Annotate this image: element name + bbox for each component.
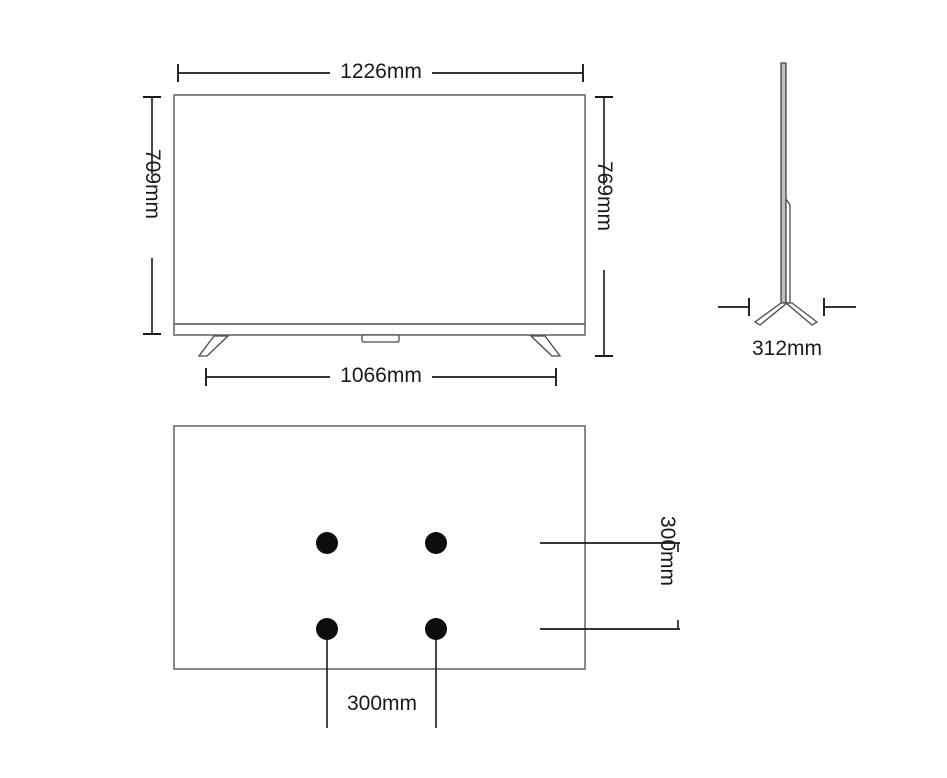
side-view bbox=[718, 62, 856, 326]
label-top-width: 1226mm bbox=[340, 60, 422, 83]
rear-view bbox=[173, 425, 680, 728]
front-view bbox=[143, 64, 613, 386]
ir-sensor-tab bbox=[361, 334, 400, 343]
label-vesa-horizontal: 300mm bbox=[346, 692, 418, 715]
vesa-hole-bottom-left bbox=[316, 618, 338, 640]
dimension-side-depth bbox=[718, 298, 856, 316]
stand-leg-right bbox=[529, 335, 562, 357]
vesa-hole-bottom-right bbox=[425, 618, 447, 640]
tv-panel-body bbox=[173, 94, 586, 325]
label-vesa-vertical: 300mm bbox=[656, 515, 679, 587]
dimension-left-panel-height bbox=[143, 96, 161, 335]
tv-bottom-bezel bbox=[173, 323, 586, 336]
dimension-right-total-height bbox=[595, 96, 613, 357]
side-foot-right bbox=[784, 302, 819, 326]
rear-panel-body bbox=[173, 425, 586, 670]
side-stand-neck bbox=[785, 196, 791, 304]
dimension-vesa-vertical bbox=[540, 542, 680, 630]
side-foot-left bbox=[753, 302, 789, 326]
label-stand-width: 1066mm bbox=[340, 364, 422, 387]
dimension-stand-width bbox=[205, 368, 557, 386]
label-left-height: 709mm bbox=[141, 148, 164, 220]
dimension-vesa-horizontal bbox=[326, 640, 437, 728]
dimension-top-width bbox=[177, 64, 584, 82]
vesa-hole-top-right bbox=[425, 532, 447, 554]
label-right-height: 769mm bbox=[593, 160, 616, 232]
vesa-hole-top-left bbox=[316, 532, 338, 554]
side-panel-profile bbox=[780, 62, 787, 304]
stand-leg-left bbox=[197, 335, 230, 357]
label-side-depth: 312mm bbox=[751, 337, 823, 360]
